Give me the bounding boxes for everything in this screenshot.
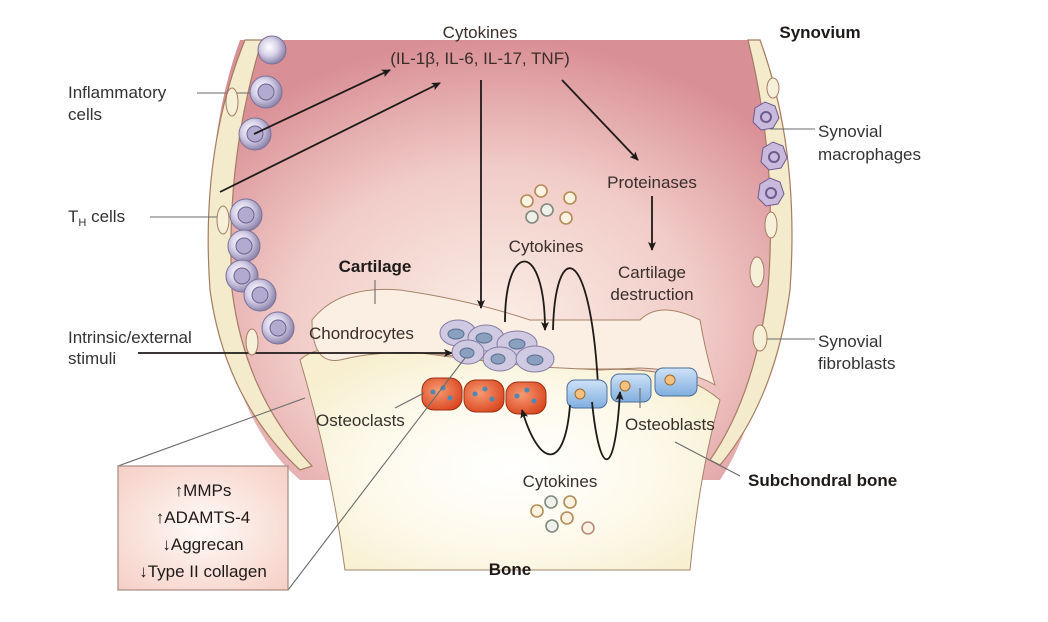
- chondrocyte-loop-arrow-2: [552, 267, 599, 386]
- synovium-left: [207, 39, 314, 471]
- cartilage-destruction-label-2: destruction: [610, 285, 693, 304]
- synovial-fibroblasts-label-1: Synovial: [818, 332, 882, 351]
- synovial-cell: [225, 87, 239, 117]
- bone-label: Bone: [489, 560, 532, 579]
- th-to-cytokines-arrow: [219, 82, 441, 193]
- synovial-cell: [216, 205, 230, 235]
- inflammatory-cells: [216, 35, 295, 356]
- inset-item: ↑ADAMTS-4: [156, 508, 250, 527]
- cytokines-top-label: Cytokines: [443, 23, 518, 42]
- subchondral-bone-leader: [674, 441, 741, 477]
- chondrocytes-label: Chondrocytes: [309, 324, 414, 343]
- th-cells-label: TH cells: [68, 207, 125, 229]
- cytokines-mid-label: Cytokines: [509, 237, 584, 256]
- inflammatory-cells-label-2: cells: [68, 105, 102, 124]
- inset-connector-top: [117, 397, 306, 467]
- cytokines-top-list: (IL-1β, IL-6, IL-17, TNF): [390, 49, 570, 68]
- osteoblast: [654, 367, 698, 397]
- bone-loop-arrow-2: [591, 391, 624, 461]
- osteoblasts-label: Osteoblasts: [625, 415, 715, 434]
- osteoclasts-leader: [394, 392, 425, 409]
- cartilage-destruction-label-1: Cartilage: [618, 263, 686, 282]
- osteoclast: [505, 381, 547, 415]
- osteoclasts-label: Osteoclasts: [316, 411, 405, 430]
- synovial-fibroblasts-label-2: fibroblasts: [818, 354, 895, 373]
- cytokine-particles-bottom: [530, 495, 595, 535]
- cytokine-particles-mid: [520, 184, 577, 225]
- macrophage: [760, 141, 788, 171]
- bone-loop-arrow-1: [520, 404, 571, 456]
- inflammatory-cell: [257, 35, 287, 65]
- proteinases-label: Proteinases: [607, 173, 697, 192]
- synovial-cell: [245, 328, 259, 356]
- synovial-macrophages: [749, 77, 788, 352]
- macrophage: [752, 101, 780, 131]
- cytokines-to-proteinases-arrow: [561, 79, 639, 161]
- chondrocyte-loop-arrow-1: [504, 260, 549, 331]
- synovial-macrophages-label-1: Synovial: [818, 122, 882, 141]
- cartilage-label: Cartilage: [339, 257, 412, 276]
- osteoblast: [566, 379, 608, 409]
- intrinsic-stimuli-label-1: Intrinsic/external: [68, 328, 192, 347]
- inset-connector-bottom: [287, 357, 466, 591]
- inset-item: ↑MMPs: [175, 481, 232, 500]
- inset-box: [117, 465, 289, 591]
- cytokines-bottom-label: Cytokines: [523, 472, 598, 491]
- osteoblast: [610, 373, 652, 403]
- osteoclast: [421, 377, 463, 411]
- inset-item: ↓Aggrecan: [162, 535, 243, 554]
- osteoclasts: [421, 377, 547, 415]
- chondrocytes: [439, 319, 555, 373]
- macrophage: [757, 177, 785, 207]
- inflammatory-to-cytokines-arrow: [253, 69, 391, 135]
- intrinsic-stimuli-label-2: stimuli: [68, 349, 116, 368]
- osteoclast: [463, 379, 505, 413]
- inset-item: ↓Type II collagen: [139, 562, 267, 581]
- synovial-macrophages-label-2: macrophages: [818, 145, 921, 164]
- synovium-label: Synovium: [779, 23, 860, 42]
- gene-expression-inset: ↑MMPs ↑ADAMTS-4 ↓Aggrecan ↓Type II colla…: [117, 465, 289, 591]
- subchondral-bone-label: Subchondral bone: [748, 471, 897, 490]
- inflammatory-cells-label-1: Inflammatory: [68, 83, 167, 102]
- synovial-fibroblast: [752, 324, 768, 352]
